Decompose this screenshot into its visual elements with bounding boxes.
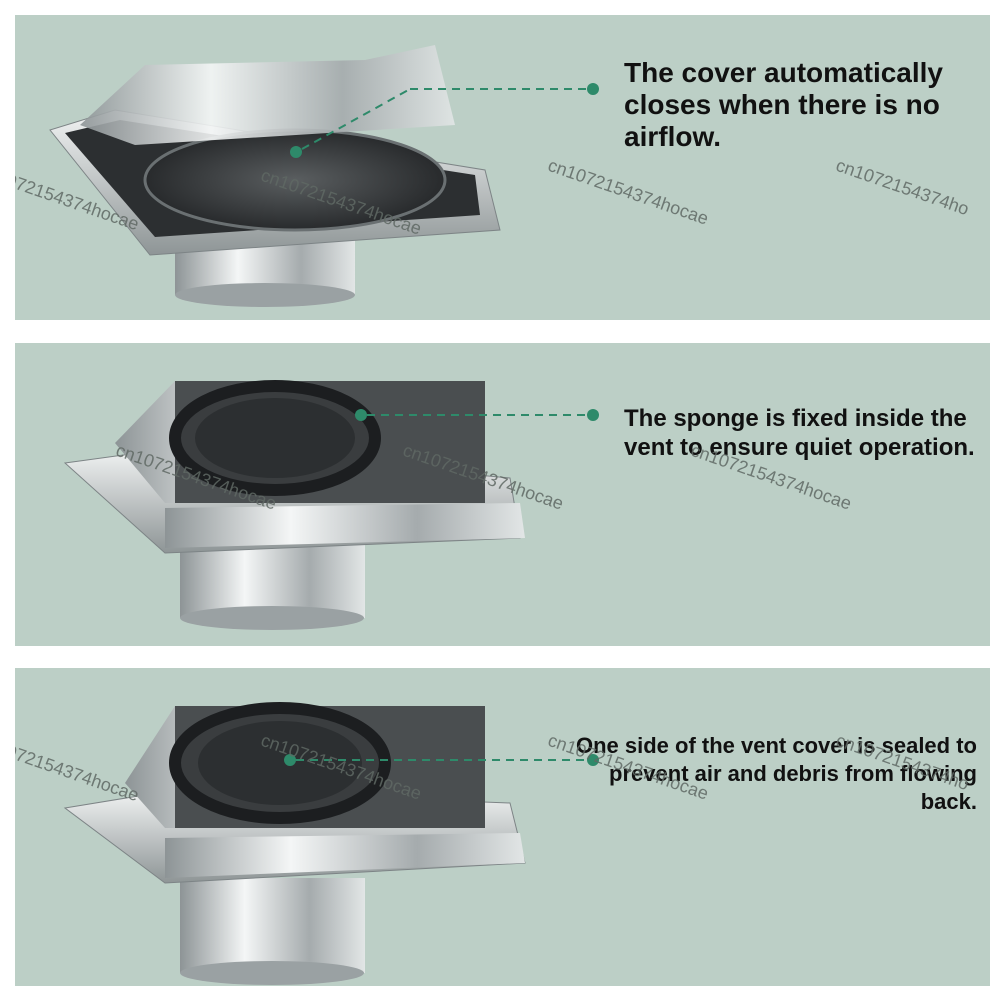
vent-cover-illustration [63, 702, 599, 985]
callout-dot-icon [284, 754, 296, 766]
feature-caption: One side of the vent cover is sealed to … [575, 733, 977, 814]
callout-dot-icon [587, 83, 599, 95]
feature-panel-sponge: The sponge is fixed inside the vent to e… [15, 343, 990, 646]
feature-panel-sealed-side: One side of the vent cover is sealed to … [15, 668, 990, 986]
vent-cover-illustration [63, 380, 599, 630]
feature-caption: The sponge is fixed inside the vent to e… [624, 405, 975, 461]
vent-cover-illustration [49, 45, 599, 307]
leader-line [301, 88, 411, 150]
feature-caption: The cover automatically closes when ther… [624, 57, 944, 152]
feature-panel-auto-close: The cover automatically closes when ther… [15, 15, 990, 320]
callout-dot-icon [290, 146, 302, 158]
callout-dot-icon [587, 754, 599, 766]
callout-dot-icon [587, 409, 599, 421]
callout-dot-icon [355, 409, 367, 421]
